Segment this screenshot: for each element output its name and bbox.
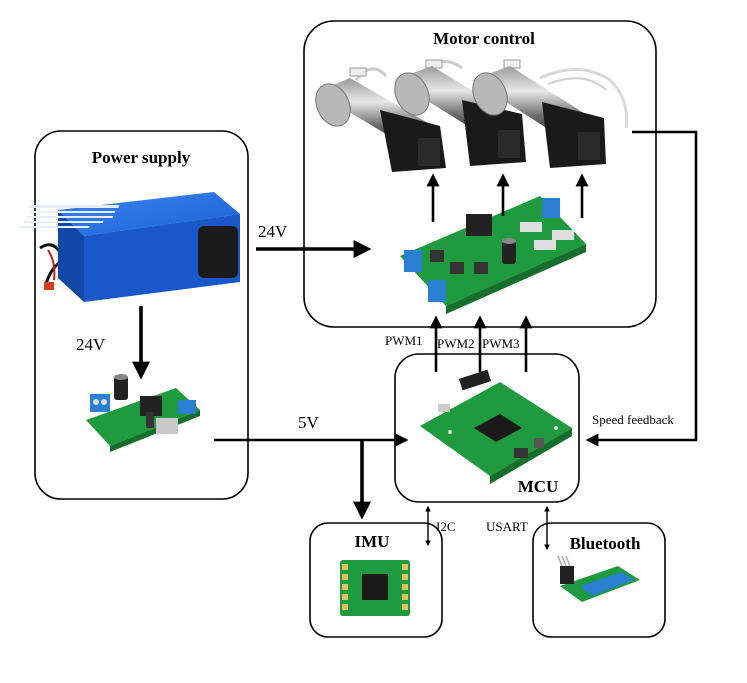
mcu-title: MCU [518, 477, 559, 496]
pwm2-label: PWM2 [437, 336, 475, 351]
i2c-label: I2C [436, 519, 456, 534]
usart-label: USART [486, 519, 528, 534]
imu-title: IMU [355, 532, 390, 551]
battery-pack-image [19, 192, 240, 302]
motor-driver-board-image [400, 196, 586, 314]
motor-1-image [315, 67, 446, 172]
imu-box [309, 522, 443, 638]
mcu-box [394, 353, 580, 503]
motor-control-title: Motor control [433, 29, 535, 48]
mcu-board-image [420, 369, 572, 484]
pwm3-label: PWM3 [482, 336, 520, 351]
bluetooth-module-image [557, 555, 640, 602]
battery-to-driver-voltage-label: 24V [258, 222, 288, 241]
pwm1-label: PWM1 [385, 333, 423, 348]
dc-dc-converter-image [86, 374, 200, 452]
speed-feedback-label: Speed feedback [592, 412, 674, 427]
power-supply-box [34, 130, 249, 500]
bluetooth-box [532, 522, 666, 638]
speed-feedback-arrow [585, 130, 698, 447]
bluetooth-title: Bluetooth [570, 534, 641, 553]
motor-3-image [472, 59, 629, 168]
battery-to-converter-voltage-label: 24V [76, 335, 106, 354]
converter-to-mcu-voltage-label: 5V [298, 413, 320, 432]
motor-2-image [394, 59, 526, 166]
power-supply-title: Power supply [92, 148, 191, 167]
imu-board-image [340, 560, 410, 616]
